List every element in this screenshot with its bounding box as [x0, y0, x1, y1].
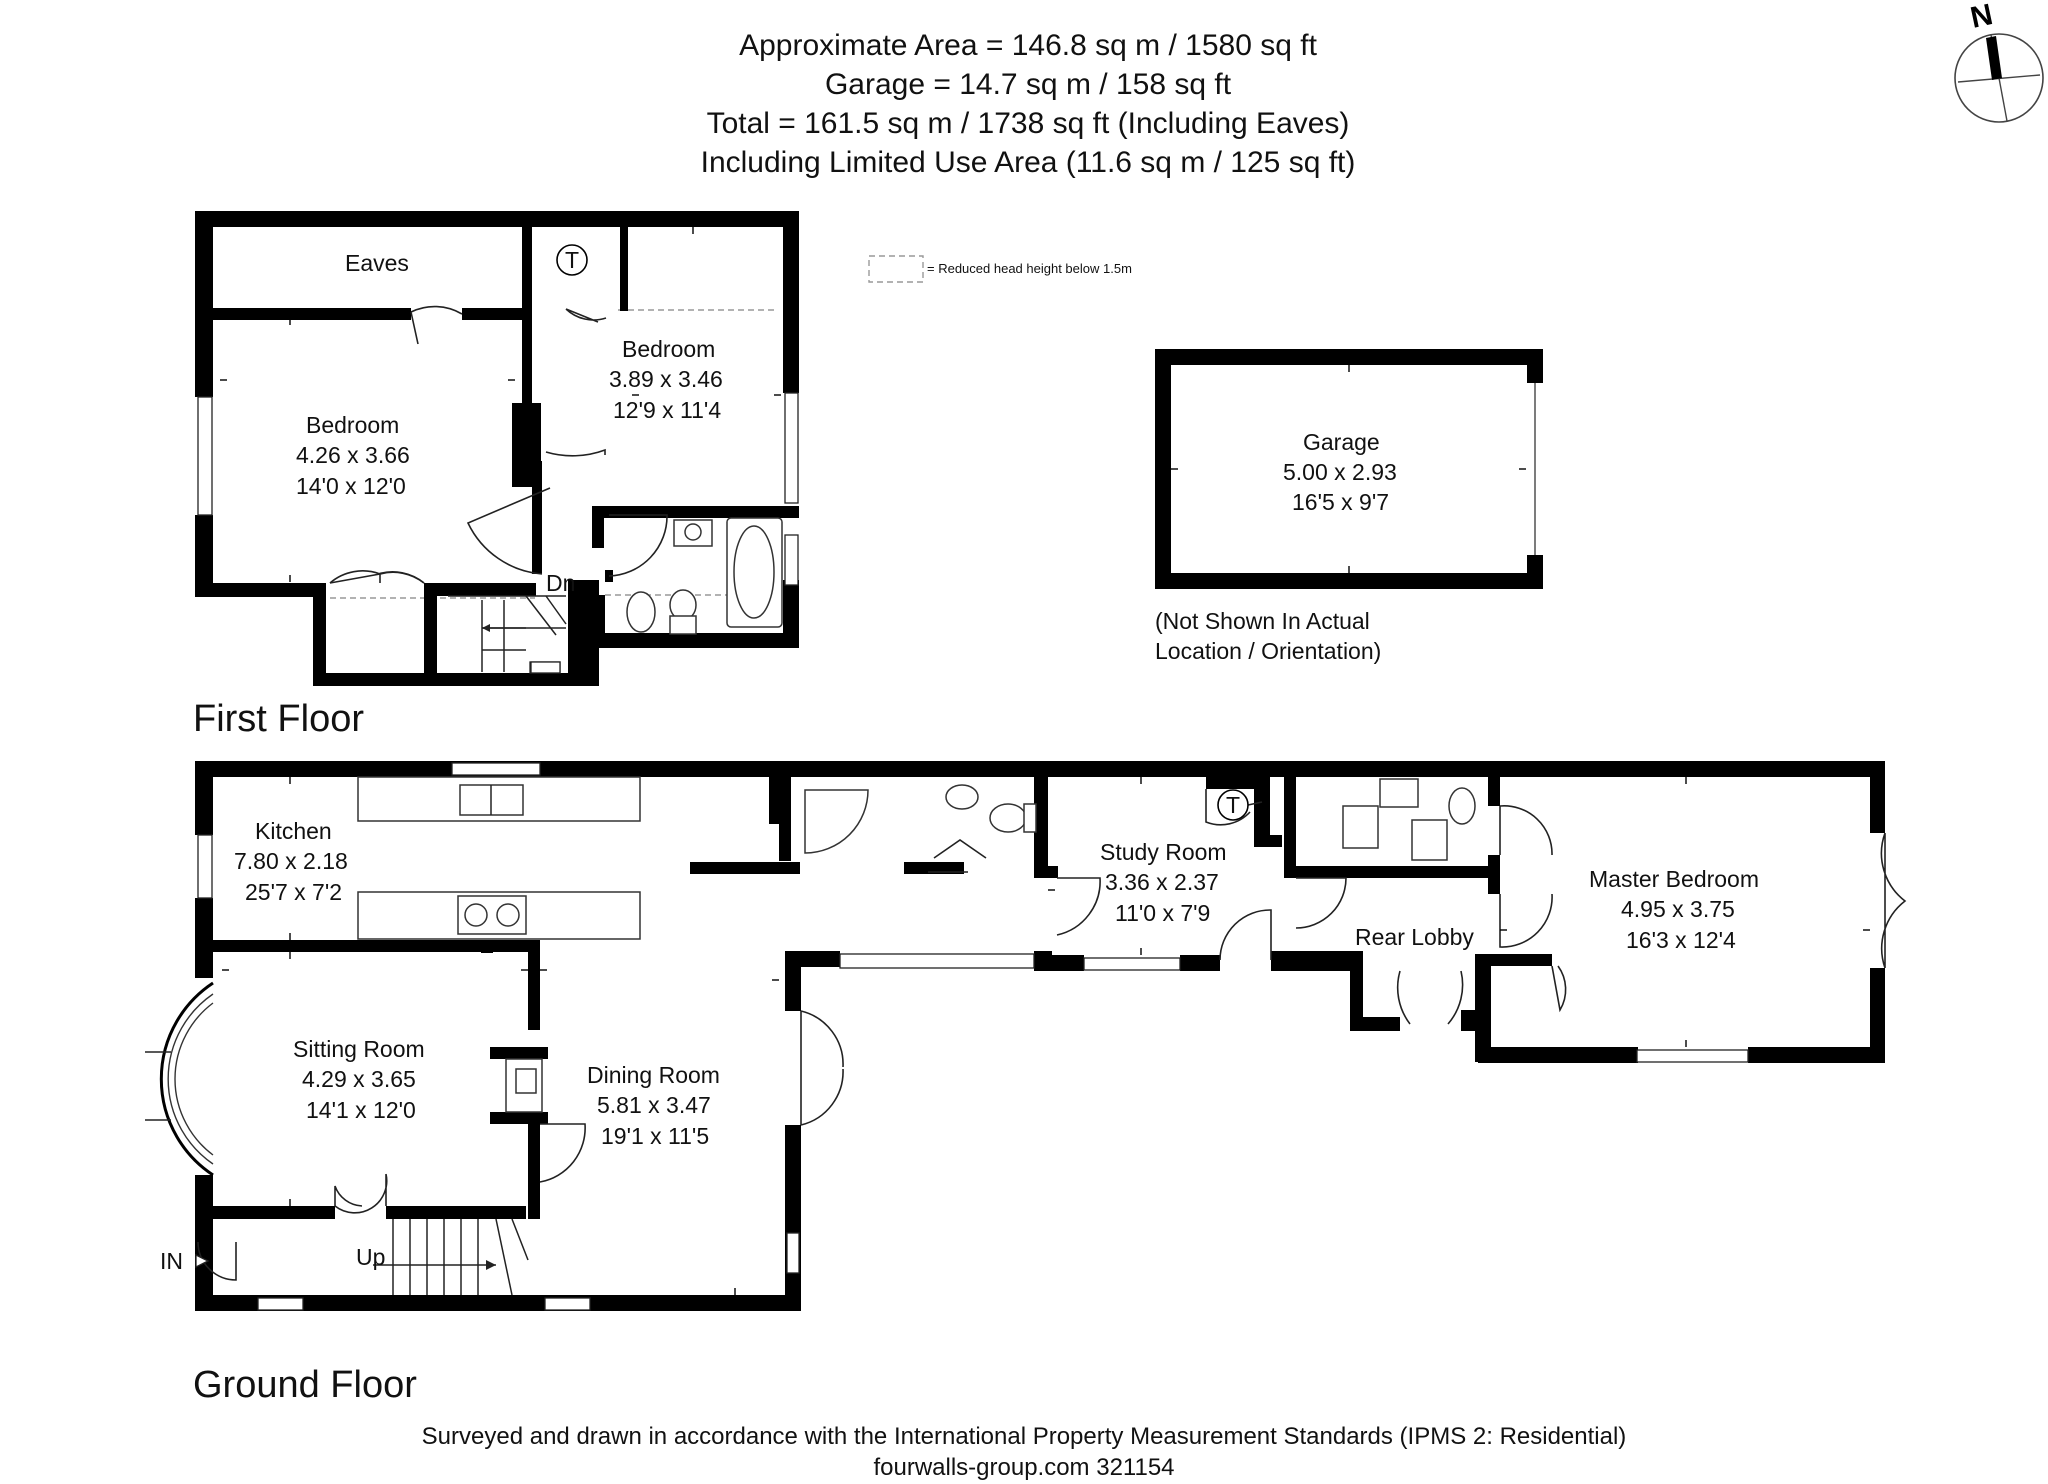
door	[410, 305, 463, 345]
bedroom-left-name: Bedroom	[306, 412, 399, 438]
garage-imperial: 16'5 x 9'7	[1292, 489, 1389, 515]
bedroom-left-metric: 4.26 x 3.66	[296, 442, 410, 468]
entrance-arrow-icon	[195, 1253, 210, 1269]
garage-metric: 5.00 x 2.93	[1283, 459, 1397, 485]
kitchen-imperial: 25'7 x 7'2	[245, 879, 342, 905]
master-bedroom-metric: 4.95 x 3.75	[1621, 896, 1735, 922]
door	[539, 1123, 586, 1183]
shower-icon	[1411, 819, 1448, 861]
first-floor-plan: T Eaves Bedroom 4.26 x 3.66 14'0 x 12'0 …	[195, 211, 799, 686]
bedroom-right-name: Bedroom	[622, 336, 715, 362]
bay-window	[159, 981, 214, 1177]
water-tank-icon	[1217, 789, 1249, 821]
master-bedroom-imperial: 16'3 x 12'4	[1626, 927, 1736, 953]
window	[1636, 1049, 1749, 1063]
stairs-down-label: Dn	[546, 570, 575, 596]
washbasin-icon	[945, 784, 979, 810]
door	[1499, 893, 1553, 948]
door	[334, 1173, 388, 1214]
bifold-door	[933, 839, 987, 859]
entrance-label: IN	[160, 1248, 183, 1274]
company-reference-text: fourwalls-group.com 321154	[873, 1454, 1175, 1481]
entrance-door	[197, 1241, 237, 1281]
shower-icon	[1342, 805, 1379, 849]
door	[1551, 965, 1567, 1013]
bedroom-right-metric: 3.89 x 3.46	[609, 366, 723, 392]
toilet-icon	[1448, 787, 1476, 825]
stairs-up-label: Up	[356, 1244, 385, 1270]
toilet-icon	[989, 803, 1027, 833]
sitting-room-metric: 4.29 x 3.65	[302, 1066, 416, 1092]
footer: Surveyed and drawn in accordance with th…	[0, 1421, 2048, 1483]
area-summary: Approximate Area = 146.8 sq m / 1580 sq …	[0, 26, 2048, 182]
kitchen-metric: 7.80 x 2.18	[234, 848, 348, 874]
door	[1499, 805, 1553, 856]
study-room-name: Study Room	[1100, 839, 1227, 865]
survey-standards-text: Surveyed and drawn in accordance with th…	[421, 1423, 1627, 1450]
water-tank-icon	[556, 244, 588, 276]
window	[257, 1297, 304, 1311]
garage-plan: Garage 5.00 x 2.93 16'5 x 9'7 (Not Shown…	[1155, 349, 1543, 664]
garage-area-text: Garage = 14.7 sq m / 158 sq ft	[824, 68, 1232, 101]
window	[544, 1297, 591, 1311]
ground-floor-title: Ground Floor	[193, 1364, 417, 1406]
window	[197, 396, 213, 516]
window	[784, 392, 799, 504]
study-room-imperial: 11'0 x 7'9	[1115, 900, 1210, 926]
dining-room-metric: 5.81 x 3.47	[597, 1092, 711, 1118]
window	[451, 762, 541, 776]
sitting-room-imperial: 14'1 x 12'0	[306, 1097, 416, 1123]
bedroom-right-imperial: 12'9 x 11'4	[613, 397, 721, 423]
window	[1083, 957, 1181, 971]
total-area-text: Total = 161.5 sq m / 1738 sq ft (Includi…	[706, 107, 1350, 140]
legend-text: = Reduced head height below 1.5m	[927, 261, 1132, 276]
window	[784, 534, 799, 586]
window	[839, 953, 1035, 969]
door	[545, 448, 606, 457]
eaves-label: Eaves	[345, 250, 409, 276]
dining-room-imperial: 19'1 x 11'5	[601, 1123, 709, 1149]
study-room-metric: 3.36 x 2.37	[1105, 869, 1219, 895]
staircase	[448, 595, 567, 672]
double-door	[1396, 970, 1464, 1025]
door	[466, 487, 551, 575]
staircase	[373, 1218, 529, 1296]
master-bedroom-name: Master Bedroom	[1589, 866, 1759, 892]
washbasin-icon	[1379, 778, 1419, 808]
garage-note-line1: (Not Shown In Actual	[1155, 608, 1370, 634]
approximate-area-text: Approximate Area = 146.8 sq m / 1580 sq …	[739, 29, 1317, 62]
garage-note-line2: Location / Orientation)	[1155, 638, 1381, 664]
door	[1219, 909, 1272, 961]
kitchen-name: Kitchen	[255, 818, 332, 844]
bidet-icon	[626, 591, 656, 633]
sitting-room-name: Sitting Room	[293, 1036, 425, 1062]
dining-room-name: Dining Room	[587, 1062, 720, 1088]
ground-floor-plan: T Kitchen 7.80 x 2.18 25'7 x 7'2 Sitting…	[145, 761, 1907, 1311]
north-compass-icon: N	[1954, 0, 2044, 123]
door	[329, 570, 425, 584]
ground-floor-tank-label: T	[1226, 792, 1240, 818]
reduced-head-height-swatch	[868, 255, 924, 283]
door	[1056, 877, 1101, 936]
rear-lobby-name: Rear Lobby	[1355, 924, 1474, 950]
french-doors	[800, 1010, 844, 1126]
window	[197, 834, 213, 899]
limited-use-area-text: Including Limited Use Area (11.6 sq m / …	[700, 146, 1356, 179]
legend: = Reduced head height below 1.5m	[868, 255, 1132, 283]
first-floor-tank-label: T	[565, 247, 579, 273]
window	[786, 1232, 800, 1274]
first-floor-title: First Floor	[193, 698, 364, 740]
garage-name: Garage	[1303, 429, 1380, 455]
shower-icon	[804, 789, 869, 854]
door	[334, 1185, 363, 1207]
door	[565, 308, 607, 323]
french-doors	[1880, 832, 1907, 969]
door	[608, 514, 668, 577]
compass-n-label: N	[1968, 0, 1996, 35]
door	[1295, 877, 1347, 929]
bedroom-left-imperial: 14'0 x 12'0	[296, 473, 406, 499]
